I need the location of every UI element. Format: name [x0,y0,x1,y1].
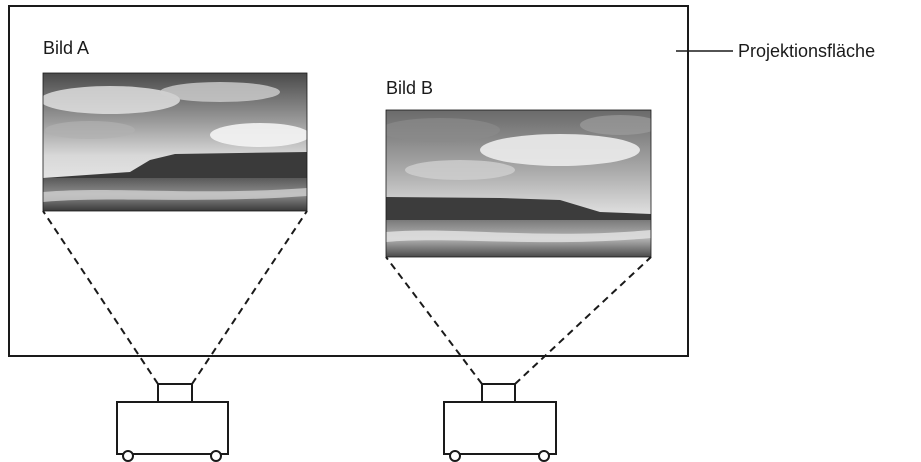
projector-b [443,383,557,462]
screen-label: Projektionsfläche [738,41,875,61]
projector-a-foot-left [122,450,134,462]
projector-b-body [443,401,557,455]
projector-b-foot-left [449,450,461,462]
image-b-label: Bild B [386,78,433,98]
projector-a-beam-left [42,210,159,385]
image-a-frame [42,72,308,212]
projector-a-foot-right [210,450,222,462]
projector-a [116,383,229,462]
projector-a-lens [157,383,193,403]
projector-b-lens [481,383,516,403]
image-a-landscape-photo [43,73,307,211]
projector-b-foot-right [538,450,550,462]
image-b-frame [385,109,652,258]
projector-b-beam-left [385,256,483,385]
projector-a-beam-right [191,210,308,385]
projector-a-body [116,401,229,455]
image-b-landscape-photo [386,110,651,257]
image-a-label: Bild A [43,38,89,58]
